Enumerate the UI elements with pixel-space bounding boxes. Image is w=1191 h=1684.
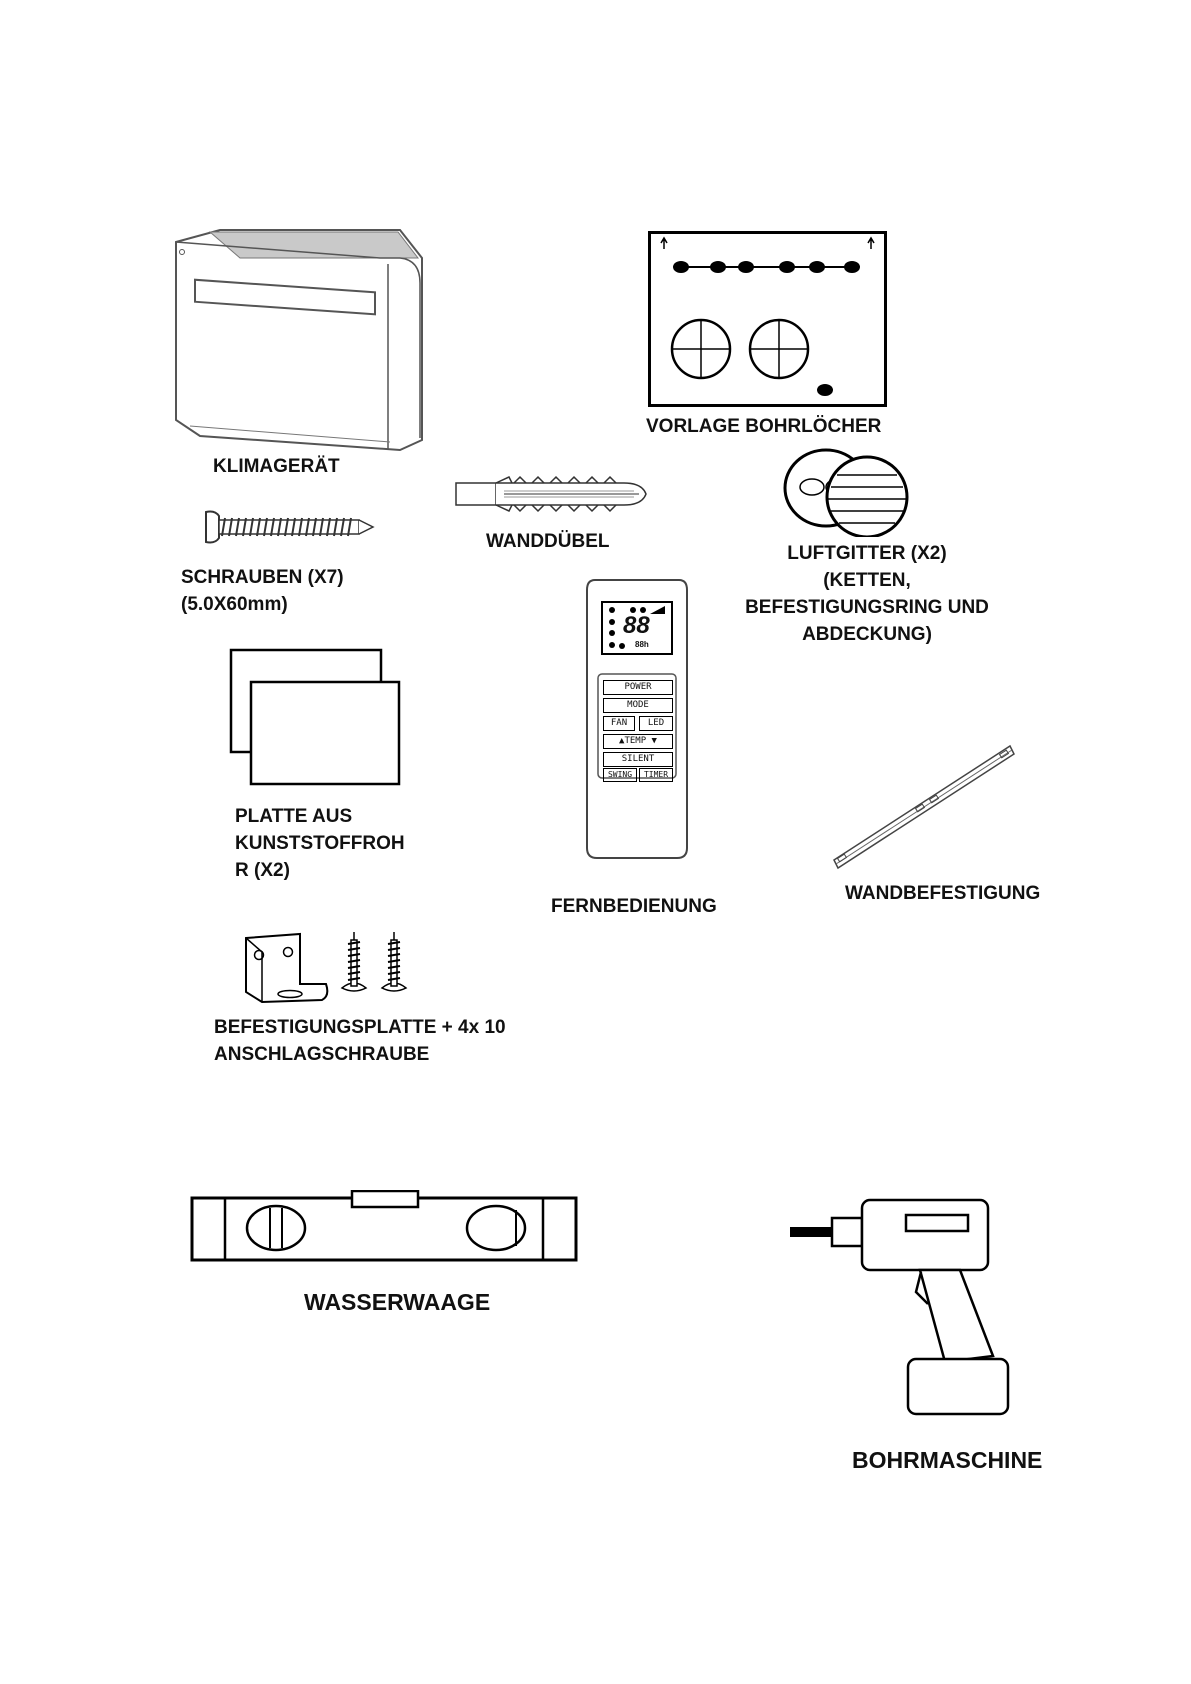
label-bohrmaschine: BOHRMASCHINE	[852, 1447, 1043, 1473]
wall-plug-icon	[454, 469, 649, 519]
label-wasserwaage: WASSERWAAGE	[304, 1289, 491, 1315]
label-fernbedienung: FERNBEDIENUNG	[551, 896, 717, 917]
label-vorlage: VORLAGE BOHRLÖCHER	[646, 416, 882, 437]
label-schrauben: SCHRAUBEN (X7) (5.0X60mm)	[181, 567, 344, 615]
screw-icon	[203, 508, 375, 546]
mounting-plate-icon	[242, 930, 422, 1006]
remote-button-timer: TIMER	[639, 768, 673, 782]
label-befestigungsplatte: BEFESTIGUNGSPLATTE + 4x 10 ANSCHLAGSCHRA…	[214, 1017, 506, 1065]
remote-display-small: 88h	[635, 640, 649, 649]
remote-button-power: POWER	[603, 680, 673, 695]
remote-button-temp: ▲TEMP ▼	[603, 734, 673, 749]
remote-control-icon: 88 88h POWER MODE FAN LED ▲TEMP ▼ SILENT…	[585, 578, 689, 860]
remote-button-fan: FAN	[603, 716, 635, 731]
template-icon	[648, 231, 888, 409]
spirit-level-icon	[190, 1190, 580, 1262]
label-wandbefestigung: WANDBEFESTIGUNG	[845, 883, 1041, 904]
label-platte: PLATTE AUS KUNSTSTOFFROH R (X2)	[235, 806, 405, 881]
label-wandduebel: WANDDÜBEL	[486, 531, 610, 552]
plastic-plate-icon	[229, 648, 403, 788]
air-conditioner-icon	[170, 228, 445, 453]
remote-button-silent: SILENT	[603, 752, 673, 767]
remote-button-swing: SWING	[603, 768, 637, 782]
remote-button-led: LED	[639, 716, 673, 731]
remote-button-mode: MODE	[603, 698, 673, 713]
wall-bracket-icon	[830, 740, 1020, 875]
label-luftgitter: LUFTGITTER (X2) (KETTEN, BEFESTIGUNGSRIN…	[745, 543, 989, 645]
drill-icon	[788, 1196, 1018, 1426]
vent-grille-icon	[782, 447, 912, 537]
remote-display: 88	[623, 612, 650, 639]
label-klimageraet: KLIMAGERÄT	[213, 456, 340, 477]
